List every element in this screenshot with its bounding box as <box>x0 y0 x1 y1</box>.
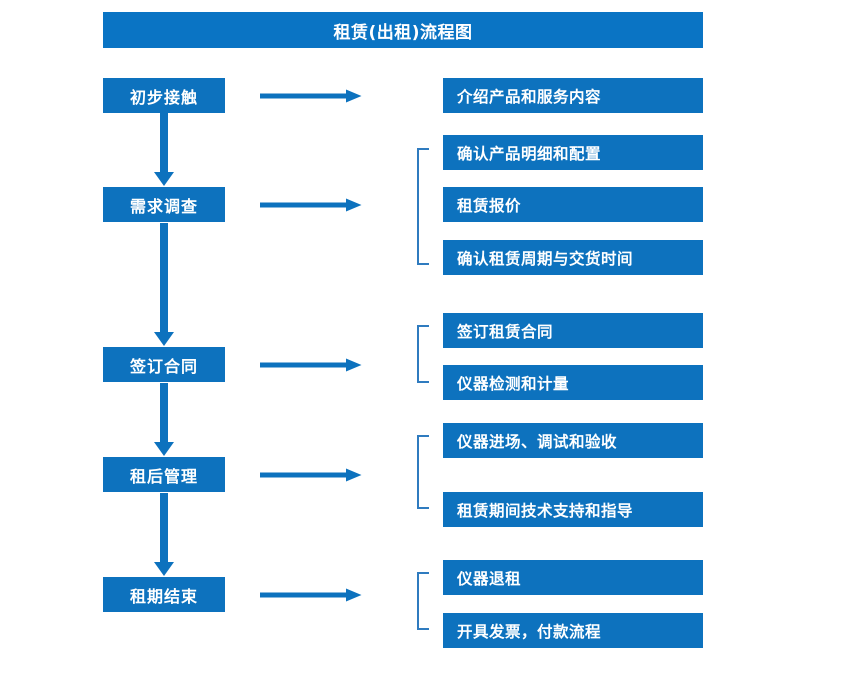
detail-box[interactable]: 介绍产品和服务内容 <box>443 78 703 113</box>
arrow-right-icon <box>260 88 362 103</box>
arrow-right-icon <box>260 197 362 212</box>
stage-box[interactable]: 签订合同 <box>103 347 225 382</box>
arrow-right-icon <box>260 467 362 482</box>
detail-box[interactable]: 租赁报价 <box>443 187 703 222</box>
detail-box[interactable]: 仪器进场、调试和验收 <box>443 423 703 458</box>
stage-box[interactable]: 初步接触 <box>103 78 225 113</box>
stage-box[interactable]: 需求调查 <box>103 187 225 222</box>
detail-box[interactable]: 仪器检测和计量 <box>443 365 703 400</box>
arrow-right-icon <box>260 587 362 602</box>
group-bracket-icon <box>417 148 429 265</box>
group-bracket-icon <box>417 435 429 509</box>
arrow-down-icon <box>152 383 176 456</box>
arrow-down-icon <box>152 493 176 576</box>
arrow-right-icon <box>260 357 362 372</box>
detail-box[interactable]: 租赁期间技术支持和指导 <box>443 492 703 527</box>
detail-box[interactable]: 仪器退租 <box>443 560 703 595</box>
group-bracket-icon <box>417 325 429 383</box>
group-bracket-icon <box>417 572 429 630</box>
stage-box[interactable]: 租后管理 <box>103 457 225 492</box>
arrow-down-icon <box>152 113 176 186</box>
detail-box[interactable]: 签订租赁合同 <box>443 313 703 348</box>
detail-box[interactable]: 确认产品明细和配置 <box>443 135 703 170</box>
page-title: 租赁(出租)流程图 <box>103 12 703 48</box>
arrow-down-icon <box>152 223 176 346</box>
detail-box[interactable]: 确认租赁周期与交货时间 <box>443 240 703 275</box>
detail-box[interactable]: 开具发票，付款流程 <box>443 613 703 648</box>
stage-box[interactable]: 租期结束 <box>103 577 225 612</box>
